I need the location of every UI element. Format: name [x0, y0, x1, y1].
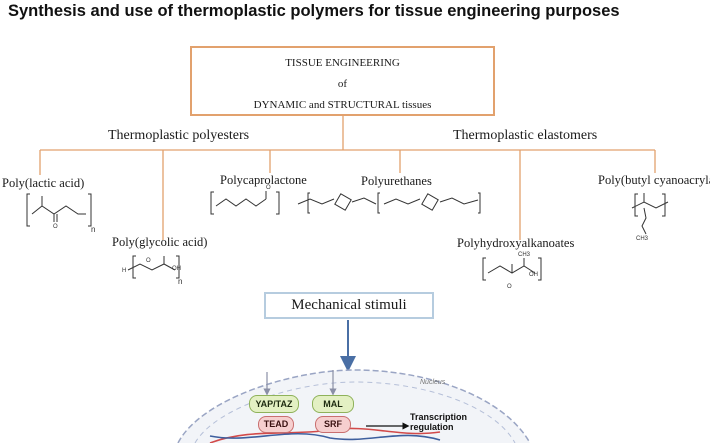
- pha-hydroxyl: OH: [529, 272, 538, 278]
- pbca-methyl: CH3: [636, 236, 649, 242]
- category-thermoplastic-elastomers: Thermoplastic elastomers: [453, 128, 598, 143]
- pcl-oxygen: O: [266, 185, 271, 191]
- pla-oxygen: O: [53, 224, 58, 230]
- yap-taz-pill: YAP/TAZ: [249, 395, 299, 413]
- transcription-label-line-1: Transcription: [410, 412, 468, 422]
- polymer-pcl-label: Polycaprolactone: [220, 173, 307, 187]
- tead-pill: TEAD: [258, 416, 294, 433]
- pha-oxygen: O: [507, 284, 512, 290]
- nucleus-inner-membrane: [194, 381, 516, 443]
- pga-subscript-n: n: [178, 277, 182, 286]
- pla-structure: [26, 193, 92, 227]
- polymer-pu-label: Polyurethanes: [361, 174, 432, 188]
- chemical-structures: n O n H O OH O O OH CH3 CH3: [26, 185, 669, 290]
- pga-structure: [127, 255, 180, 279]
- polymer-pla-label: Poly(lactic acid): [2, 176, 85, 190]
- diagram-title: Synthesis and use of thermoplastic polym…: [8, 2, 620, 20]
- tissue-box-line-2: of: [337, 78, 348, 90]
- pcl-structure: [210, 191, 280, 215]
- pha-structure: [482, 257, 542, 281]
- category-thermoplastic-polyesters: Thermoplastic polyesters: [108, 128, 250, 143]
- dna-strand-blue: [209, 432, 441, 441]
- mal-pill: MAL: [312, 395, 354, 413]
- nucleus-label: Nucleus: [420, 379, 446, 386]
- polymer-pha-label: Polyhydroxyalkanoates: [457, 236, 575, 250]
- tissue-engineering-box: TISSUE ENGINEERING of DYNAMIC and STRUCT…: [190, 46, 495, 116]
- pu-structure: [297, 192, 481, 214]
- pga-oxygen: O: [146, 258, 151, 264]
- tree-connectors: [39, 116, 656, 240]
- srf-pill: SRF: [315, 416, 351, 433]
- polymer-pbca-label: Poly(butyl cyanoacrylate): [598, 173, 710, 187]
- tissue-box-line-3: DYNAMIC and STRUCTURAL tissues: [253, 99, 432, 111]
- mechanical-stimuli-box: Mechanical stimuli: [264, 292, 434, 319]
- polymer-pga-label: Poly(glycolic acid): [112, 235, 208, 249]
- pga-hydroxyl: OH: [172, 266, 181, 272]
- pla-subscript-n: n: [91, 225, 95, 234]
- pbca-structure: [631, 193, 669, 235]
- pga-hydrogen: H: [122, 268, 126, 274]
- tissue-box-line-1: TISSUE ENGINEERING: [285, 57, 400, 69]
- pha-methyl: CH3: [518, 252, 531, 258]
- nucleus-outer-membrane: [177, 369, 531, 443]
- transcription-regulation-label: Transcription regulation: [410, 412, 467, 432]
- transcription-label-line-2: regulation: [410, 422, 454, 432]
